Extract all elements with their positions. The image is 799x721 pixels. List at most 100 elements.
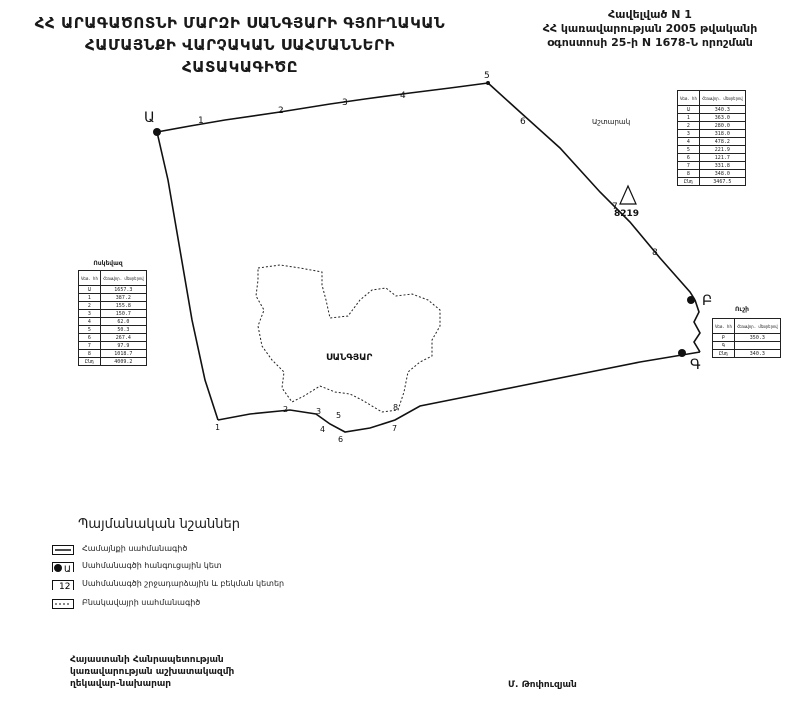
vertex-a-label: Ա: [144, 110, 155, 126]
annex-line-3: օգոստոսի 25-ի N 1678-Ն որոշման: [547, 36, 753, 49]
bottom-segment-1: 1: [215, 423, 220, 432]
table-cell-distance: 478.2: [698, 137, 746, 146]
table-cell-point: 8: [677, 169, 700, 178]
signatory-title: Հայաստանի Հանրապետության կառավարության ա…: [70, 654, 234, 690]
top-segment-4: 4: [400, 91, 406, 101]
annex-header: Հավելված N 1 ՀՀ կառավարության 2005 թվակա…: [520, 8, 780, 50]
bottom-segment-5: 5: [336, 411, 341, 420]
vertex-b-dot: [687, 296, 695, 304]
vertex-c-dot: [678, 349, 686, 357]
title-line-2: ՀԱՄԱՅՆՔԻ ՎԱՐՉԱԿԱՆ ՍԱՀՄԱՆՆԵՐԻ: [85, 36, 395, 54]
boundary-west-edge: [156, 131, 219, 421]
community-boundary: [156, 82, 701, 433]
table-cell-distance: 340.3: [698, 105, 746, 114]
table-cell-distance: 4009.2: [99, 357, 147, 366]
vertex-5-dot: [486, 81, 490, 85]
table-cell-distance: 318.0: [698, 129, 746, 138]
table-cell-distance: 121.7: [698, 153, 746, 162]
legend-text-settlement: Բնակավայրի սահմանագիծ: [82, 598, 201, 607]
top-segment-8: 8: [652, 248, 658, 258]
table-cell-point: 6: [677, 153, 700, 162]
table-cell-distance: 62.0: [99, 317, 147, 326]
table-cell-distance: 150.7: [99, 309, 147, 318]
table-cell-distance: 280.0: [698, 121, 746, 130]
top-segment-1: 1: [198, 116, 204, 126]
header-distance: Հեռավոր. մետրերով: [99, 270, 147, 286]
table-cell-point: 7: [78, 341, 101, 350]
bottom-segment-6: 6: [338, 435, 343, 444]
top-segment-5: 5: [484, 71, 490, 81]
table-cell-distance: 1657.3: [99, 285, 147, 294]
table-cell-point: Ա: [677, 105, 700, 114]
table-cell-distance: 350.3: [733, 333, 781, 342]
vertex-b-label: Բ: [702, 293, 712, 309]
top-segment-3: 3: [342, 98, 348, 108]
table-cell-point: 2: [677, 121, 700, 130]
table-cell-point: Ա: [78, 285, 101, 294]
benchmark-code: 8219: [614, 209, 639, 219]
title-line-1: ՀՀ ԱՐԱԳԱԾՈՏՆԻ ՄԱՐԶԻ ՍԱՆԳՅԱՐԻ ԳՅՈՒՂԱԿԱՆ: [34, 14, 446, 32]
table-cell-distance: 387.2: [99, 293, 147, 302]
legend-text-turning-points: Սահմանագծի շրջադարձային և բեկման կետեր: [82, 579, 285, 588]
table-header-row: Կետ. հհ Հեռավոր. մետրերով: [78, 270, 147, 286]
annex-line-1: Հավելված N 1: [608, 8, 692, 21]
table-cell-distance: 348.0: [698, 169, 746, 178]
table-cell-point: 1: [78, 293, 101, 302]
boundary-northeast-edge: [487, 82, 696, 301]
table-cell-point: 7: [677, 161, 700, 170]
legend-dash-icon: [52, 599, 74, 609]
table-cell-distance: 3467.5: [698, 177, 746, 186]
header-distance: Հեռավոր. մետրերով: [698, 90, 746, 106]
header-point: Կետ. հհ: [677, 90, 700, 106]
table-cell-point: Բ: [712, 333, 735, 342]
top-segment-7: 7: [612, 202, 618, 212]
signatory-line-3: ղեկավար-նախարար: [70, 679, 172, 689]
legend-line-icon: [52, 545, 74, 555]
table-cell-distance: 50.3: [99, 325, 147, 334]
bottom-segment-3: 3: [316, 407, 321, 416]
right-table-caption: Ուշի: [734, 306, 750, 313]
table-cell-point: 4: [677, 137, 700, 146]
map-title: ՀՀ ԱՐԱԳԱԾՈՏՆԻ ՄԱՐԶԻ ՍԱՆԳՅԱՐԻ ԳՅՈՒՂԱԿԱՆ Հ…: [30, 12, 450, 78]
bottom-segment-8: 8: [393, 403, 398, 412]
table-cell-point: Ընդ: [78, 357, 101, 366]
neighbor-label-top-right: Աշտարակ: [592, 118, 630, 126]
table-cell-point: 3: [78, 309, 101, 318]
table-cell-point: 1: [677, 113, 700, 122]
left-table-caption: Ոսկեվազ: [93, 260, 123, 267]
legend-text-boundary: Համայնքի սահմանագիծ: [82, 544, 188, 553]
top-segment-6: 6: [520, 117, 526, 127]
benchmark-triangle-icon: [619, 184, 637, 205]
table-cell-point: 3: [677, 129, 700, 138]
table-cell-distance: 363.0: [698, 113, 746, 122]
boundary-top-edge: [156, 82, 489, 133]
table-cell-point: Ընդ: [712, 349, 735, 358]
table-header-row: Կետ. հհ Հեռավոր. մետրերով: [712, 318, 781, 334]
legend-box-code: 12: [59, 582, 70, 590]
table-cell-distance: 97.9: [99, 341, 147, 350]
annex-line-2: ՀՀ կառավարության 2005 թվականի: [542, 22, 758, 35]
top-segment-2: 2: [278, 106, 284, 116]
legend-node-code: Ա: [64, 565, 71, 572]
table-cell-point: 5: [677, 145, 700, 154]
signatory-name: Մ. Թոփուզյան: [508, 680, 577, 690]
bottom-segment-7: 7: [392, 424, 397, 433]
table-cell-point: 6: [78, 333, 101, 342]
